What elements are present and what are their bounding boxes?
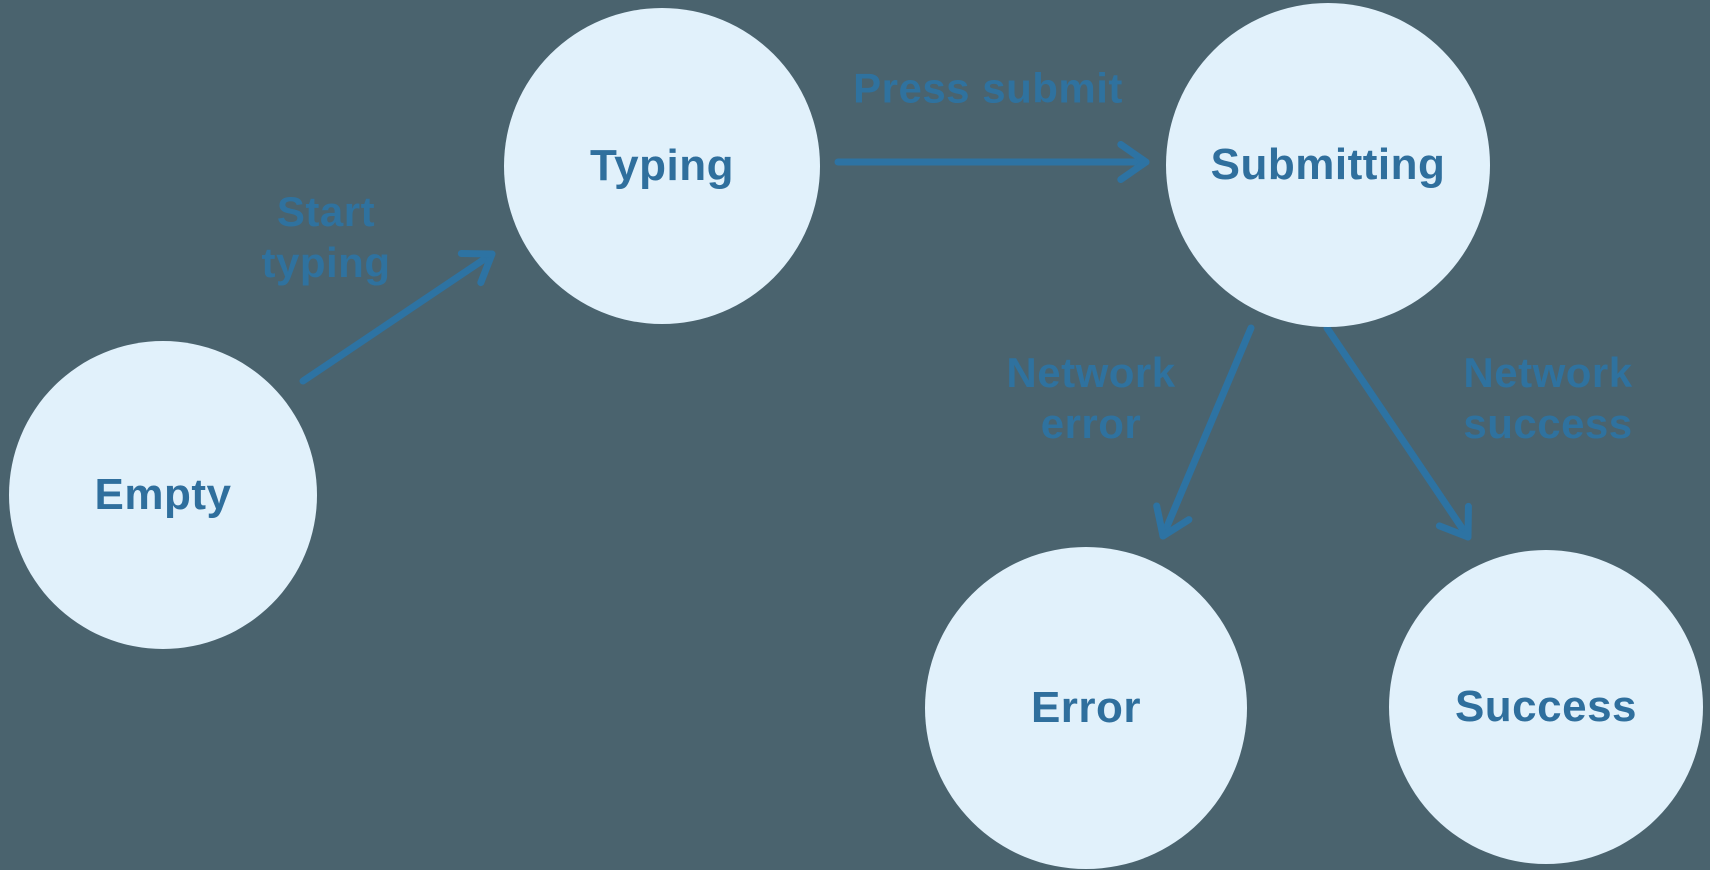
edge-label-network-error: Network error — [1006, 349, 1176, 447]
edge-label-start-typing: Start typing — [261, 188, 391, 286]
edge-label-press-submit: Press submit — [853, 64, 1123, 112]
state-node-error: Error — [925, 547, 1247, 869]
state-node-typing: Typing — [504, 8, 820, 324]
state-node-submitting: Submitting — [1166, 3, 1490, 327]
state-label-error: Error — [1030, 683, 1142, 732]
arrow-submitting-to-error — [1153, 324, 1255, 540]
state-label-typing: Typing — [590, 141, 734, 190]
state-node-empty: Empty — [9, 341, 317, 649]
state-label-success: Success — [1454, 682, 1638, 731]
state-label-submitting: Submitting — [1210, 140, 1446, 189]
state-label-empty: Empty — [94, 470, 232, 519]
edge-label-network-success: Network success — [1463, 349, 1633, 447]
state-node-success: Success — [1389, 550, 1703, 864]
arrow-submitting-to-success — [1323, 324, 1472, 541]
